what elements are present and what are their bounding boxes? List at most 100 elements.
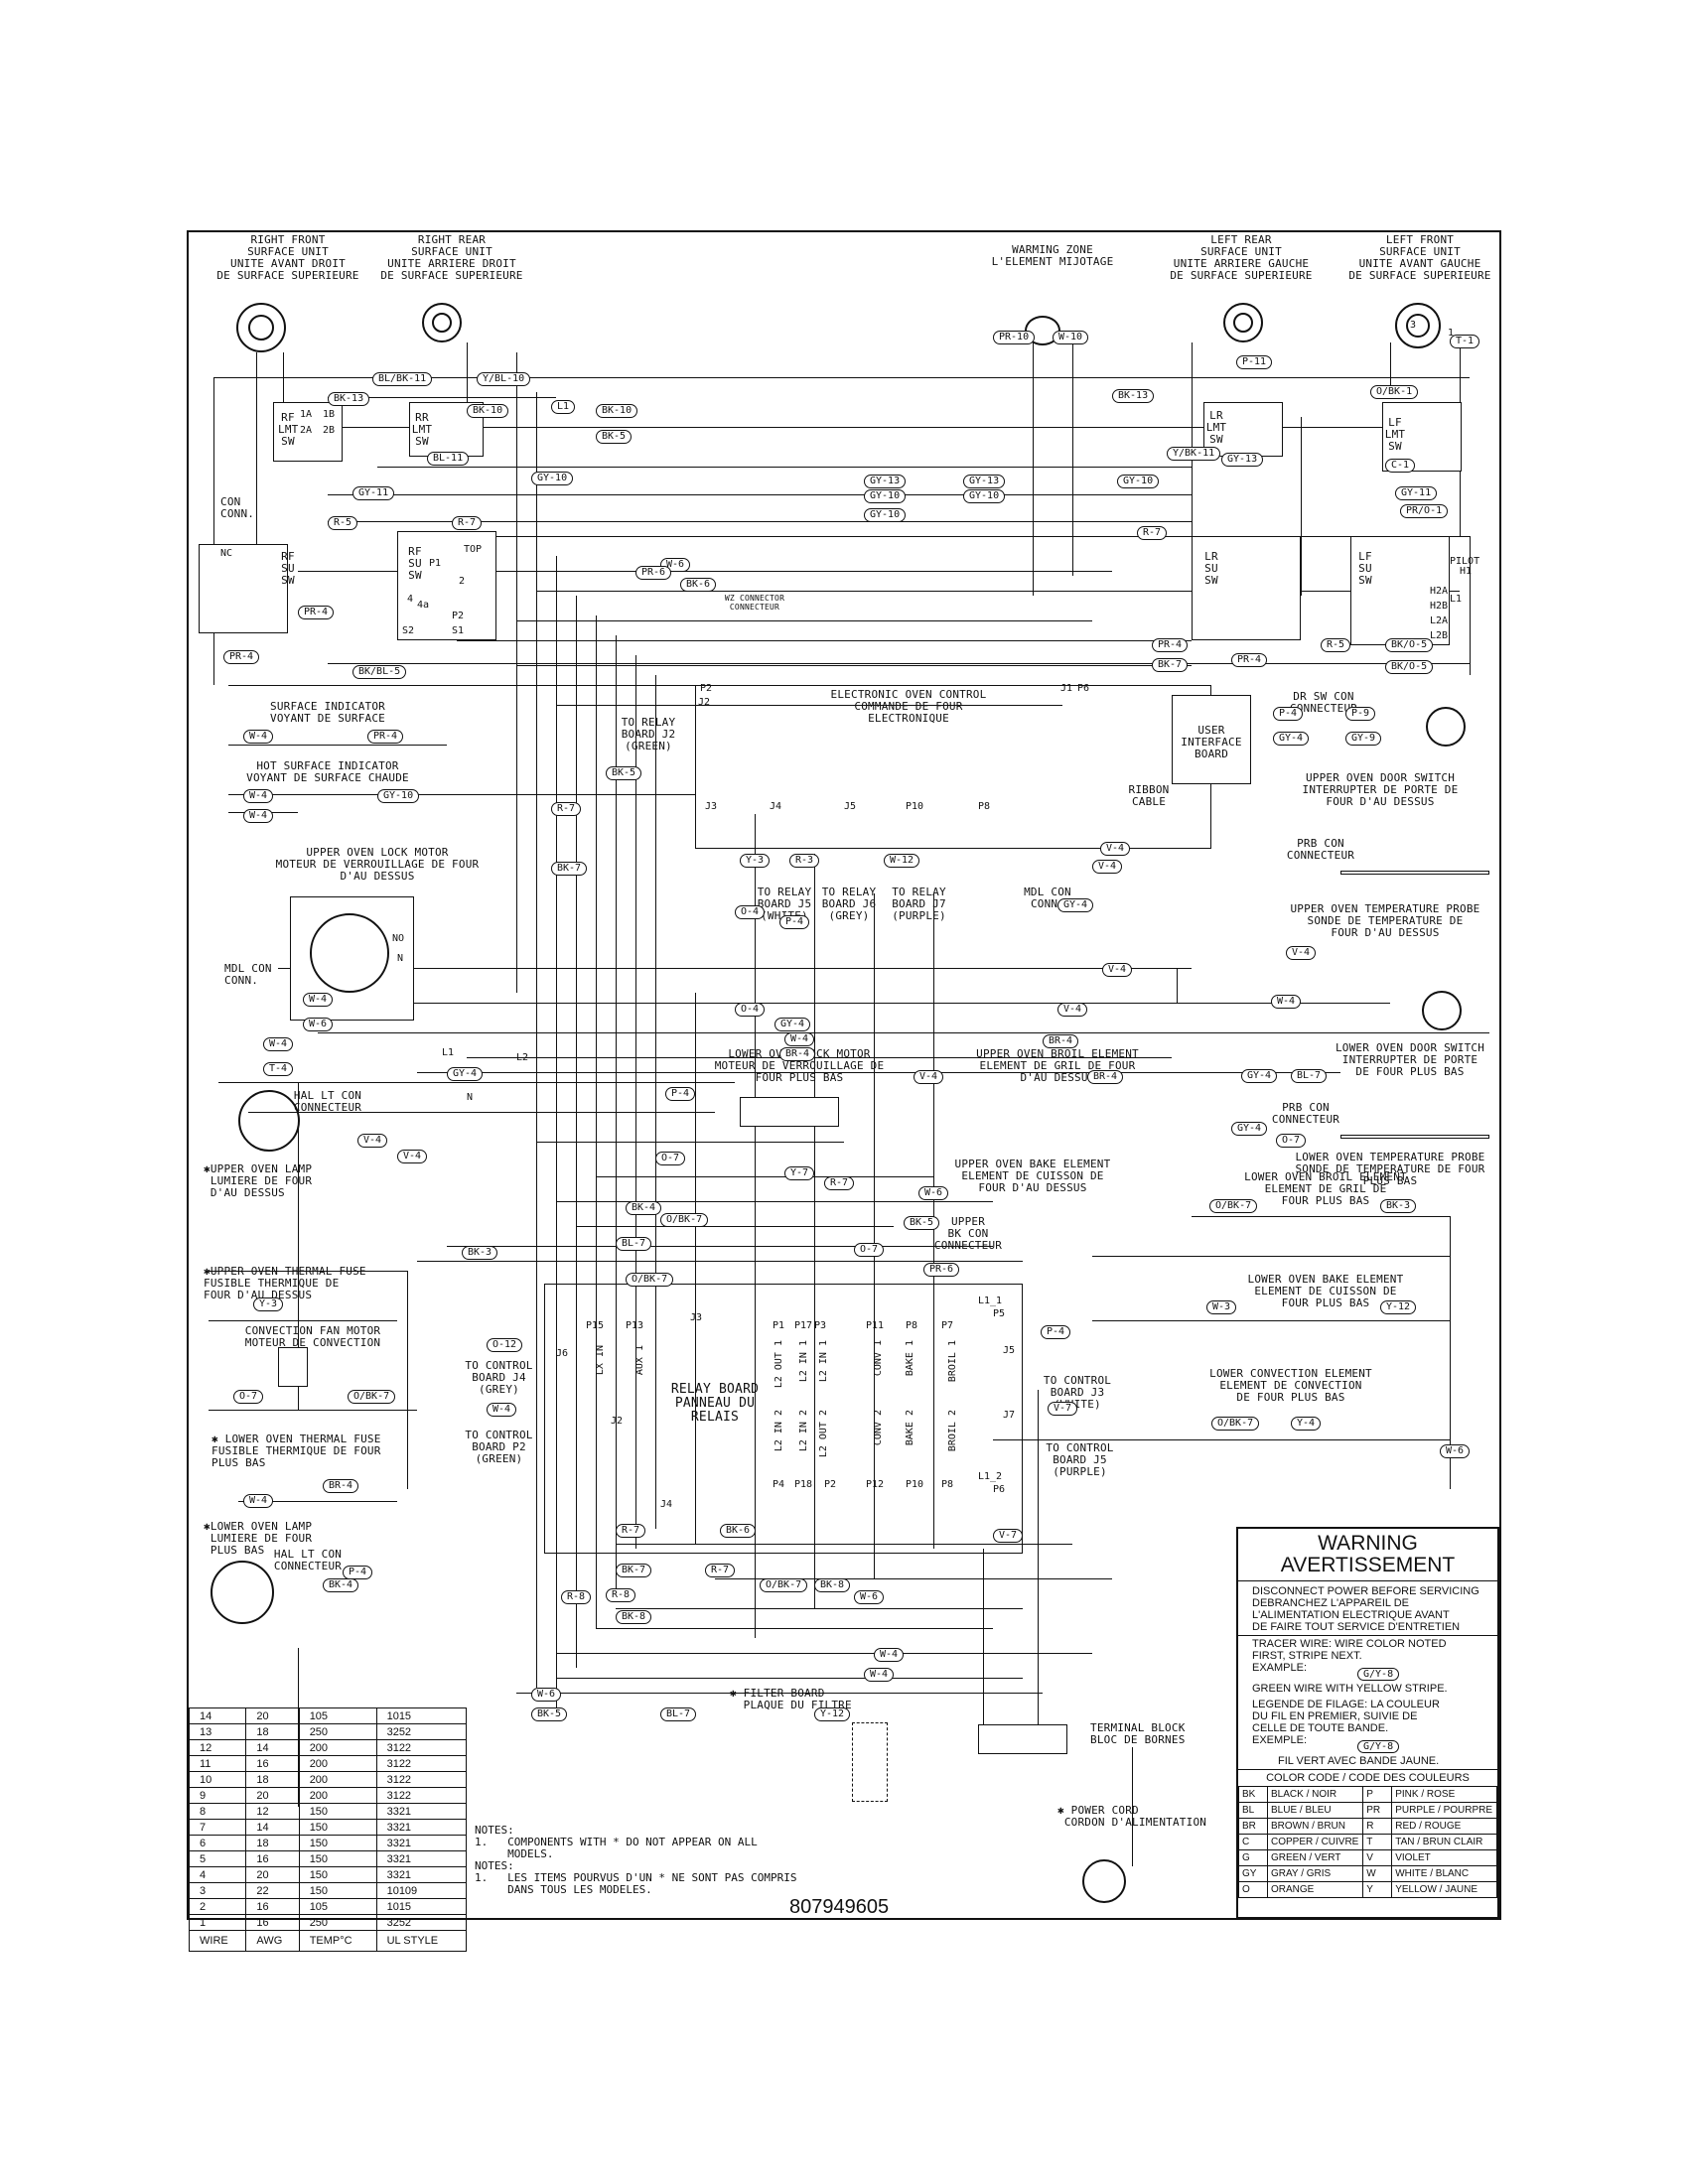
wire-table-cell: 3321 [375, 1803, 468, 1820]
wire-segment [516, 1693, 1043, 1694]
wire-tag: R-7 [1137, 526, 1168, 540]
rf-su-switch-main [397, 531, 496, 640]
pin-label: P15 [586, 1320, 605, 1331]
terminal-block-label: TERMINAL BLOCK BLOC DE BORNES [1090, 1721, 1186, 1746]
wire-tag: GY-4 [774, 1018, 811, 1031]
wire-table-header: TEMP°C [298, 1930, 377, 1952]
wire-tag: BK-13 [1112, 389, 1155, 403]
wire-table-cell: 1015 [375, 1707, 468, 1724]
pin-label: L2 OUT 2 [818, 1410, 829, 1458]
wire-tag: BK-10 [596, 404, 638, 418]
wire-segment [874, 893, 875, 1578]
pin-label: N [467, 1092, 474, 1103]
hal-lt-con-label-2: HAL LT CON CONNECTEUR [273, 1548, 343, 1572]
pin-label: J5 [844, 801, 857, 812]
left-front-coil-inner [1406, 314, 1430, 338]
pin-label: L2A [1430, 615, 1449, 626]
wire-tag: GY-13 [864, 475, 907, 488]
wire-tag: BK-7 [616, 1564, 652, 1577]
wire-table-cell: 3122 [375, 1755, 468, 1772]
wire-table-cell: 3321 [375, 1835, 468, 1851]
wire-table-cell: 150 [298, 1819, 377, 1836]
wire-tag: BK-10 [467, 404, 509, 418]
to-control-j4-label: TO CONTROL BOARD J4 (GREY) [465, 1359, 533, 1396]
wire-segment [1301, 417, 1302, 596]
to-relay-j6-label: TO RELAY BOARD J6 (GREY) [821, 886, 877, 922]
lf-su-label: LF SU SW [1358, 550, 1372, 587]
pin-label: L2 IN 1 [818, 1340, 829, 1383]
wire-table-cell: 150 [298, 1882, 377, 1899]
upper-bk-con-label: UPPER BK CON CONNECTEUR [933, 1215, 1003, 1252]
upper-temp-probe-label: UPPER OVEN TEMPERATURE PROBE SONDE DE TE… [1290, 902, 1480, 939]
warning-title: WARNING [1318, 1532, 1418, 1555]
wire-tag: C-1 [1385, 459, 1416, 473]
lower-lamp-icon [211, 1561, 274, 1624]
wire-segment [278, 968, 1192, 969]
pin-label: P8 [978, 801, 991, 812]
relay-board-label: RELAY BOARD PANNEAU DU RELAIS [670, 1382, 760, 1425]
wire-table-cell: 3 [188, 1882, 247, 1899]
wire-table-cell: 1015 [375, 1898, 468, 1915]
wire-table-cell: 200 [298, 1771, 377, 1788]
wire-segment [318, 1032, 1489, 1033]
wire-segment [1033, 342, 1034, 596]
wire-tag: P-4 [343, 1566, 373, 1579]
color-code-title: COLOR CODE / CODE DES COULEURS [1266, 1772, 1470, 1784]
lower-door-switch-label: LOWER OVEN DOOR SWITCH INTERRUPTER DE PO… [1335, 1041, 1485, 1078]
wire-segment [256, 352, 257, 556]
wire-table-cell: 12 [188, 1739, 247, 1756]
pin-label: J3 [705, 801, 718, 812]
right-front-coil-inner [248, 315, 274, 341]
wire-tag: PR-10 [993, 331, 1036, 344]
wire-segment [1177, 968, 1178, 1003]
wire-tag: T-4 [263, 1062, 294, 1076]
wire-tag: Y-12 [814, 1707, 851, 1721]
warning-panel: WARNING AVERTISSEMENT DISCONNECT POWER B… [1236, 1527, 1499, 1919]
wire-tag: Y/BK-11 [1167, 447, 1221, 461]
wire-tag: O-7 [233, 1390, 264, 1404]
wire-tag: P-4 [1273, 707, 1304, 721]
hot-surface-indicator-label: HOT SURFACE INDICATOR VOYANT DE SURFACE … [246, 759, 409, 784]
pin-label: BROIL 2 [947, 1410, 958, 1452]
wire-tag: V-4 [1102, 963, 1133, 977]
wire-segment [283, 352, 284, 402]
wire-tag: BK-6 [680, 578, 717, 592]
pin-label: CONV 2 [873, 1410, 884, 1446]
color-code-cell: GREEN / VERT [1266, 1849, 1364, 1866]
wire-tag: BL/BK-11 [372, 372, 433, 386]
wire-table-cell: 10 [188, 1771, 247, 1788]
wire-table-cell: 6 [188, 1835, 247, 1851]
wire-tag: W-4 [243, 730, 274, 744]
to-control-j3-label: TO CONTROL BOARD J3 (WHITE) [1043, 1374, 1112, 1411]
mdl-con-label: MDL CON CONN. [1024, 886, 1071, 910]
wire-tag: BK-4 [323, 1578, 359, 1592]
wire-segment [228, 685, 695, 686]
pin-label: P1 [773, 1320, 785, 1331]
wire-tag: BL-7 [1291, 1069, 1328, 1083]
wire-table-cell: 13 [188, 1723, 247, 1740]
wire-segment [467, 1057, 1172, 1058]
pin-label: CONV 1 [873, 1340, 884, 1377]
lower-lamp-label: ✱LOWER OVEN LAMP LUMIERE DE FOUR PLUS BA… [204, 1520, 313, 1557]
wire-tag: V-4 [1057, 1003, 1088, 1017]
user-interface-board [1172, 695, 1251, 784]
wire-tag: BK-6 [720, 1524, 757, 1538]
wire-tag: GY-11 [352, 486, 395, 500]
wire-table-cell: 5 [188, 1850, 247, 1867]
wire-segment [993, 1439, 1450, 1440]
wire-segment [755, 814, 756, 1638]
wire-segment [228, 794, 695, 795]
upper-lock-motor-label: UPPER OVEN LOCK MOTOR MOTEUR DE VERROUIL… [275, 846, 480, 883]
wire-table-cell: 3122 [375, 1771, 468, 1788]
wire-table-cell: 3252 [375, 1914, 468, 1931]
warning-tracer: TRACER WIRE: WIRE COLOR NOTED FIRST, STR… [1252, 1638, 1447, 1674]
wire-tag: BK-4 [626, 1201, 662, 1215]
wire-segment [516, 665, 1192, 666]
wire-tag: R-7 [616, 1524, 646, 1538]
color-code-cell: BLACK / NOIR [1266, 1786, 1364, 1803]
wire-segment [213, 377, 214, 685]
color-code-cell: BLUE / BLEU [1266, 1802, 1364, 1819]
conv-fan-label: CONVECTION FAN MOTOR MOTEUR DE CONVECTIO… [244, 1324, 381, 1349]
wire-tag: GY-10 [1117, 475, 1160, 488]
